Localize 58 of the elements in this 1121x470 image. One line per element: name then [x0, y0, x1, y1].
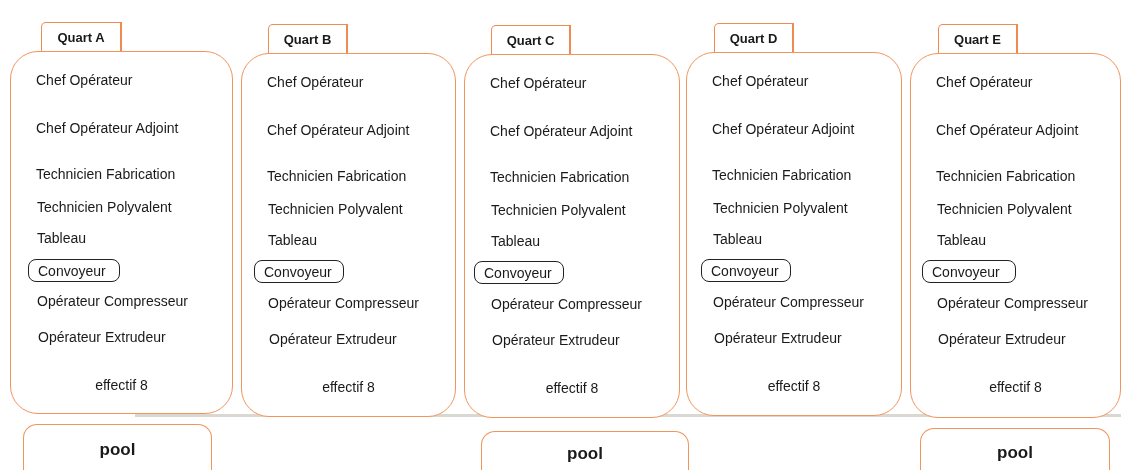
- role-outline: Convoyeur: [701, 259, 791, 282]
- role-text: Technicien Fabrication: [712, 166, 852, 184]
- shift-panel: [910, 53, 1121, 418]
- role-text: Chef Opérateur Adjoint: [490, 122, 633, 140]
- role-text: Technicien Polyvalent: [713, 199, 848, 217]
- role-text: Opérateur Extrudeur: [269, 330, 397, 348]
- shift-tab: Quart E: [938, 24, 1018, 53]
- shift-panel: [10, 51, 233, 414]
- role-text: Chef Opérateur Adjoint: [712, 120, 855, 138]
- role-text: Tableau: [713, 230, 763, 248]
- role-outline: Convoyeur: [28, 259, 120, 282]
- role-text: Tableau: [37, 229, 87, 247]
- role-text: Chef Opérateur: [712, 72, 809, 90]
- role-text: Technicien Fabrication: [936, 167, 1076, 185]
- role-text: Tableau: [937, 231, 987, 249]
- role-text: Opérateur Extrudeur: [38, 328, 166, 346]
- role-outline: Convoyeur: [254, 260, 344, 283]
- role-text: Chef Opérateur: [267, 73, 364, 91]
- shift-panel: [686, 52, 902, 416]
- role-text: Opérateur Compresseur: [268, 294, 419, 312]
- role-text: Technicien Fabrication: [36, 165, 176, 183]
- role-text: Chef Opérateur: [936, 73, 1033, 91]
- shift-tab: Quart B: [268, 24, 348, 53]
- role-text: Chef Opérateur Adjoint: [267, 121, 410, 139]
- role-text: Chef Opérateur Adjoint: [36, 119, 179, 137]
- shift-panel: [241, 53, 456, 417]
- role-text: Chef Opérateur: [36, 71, 133, 89]
- role-text: Opérateur Extrudeur: [714, 329, 842, 347]
- headcount-text: effectif 8: [544, 379, 600, 397]
- role-outline: Convoyeur: [474, 261, 564, 284]
- role-text: Opérateur Compresseur: [713, 293, 864, 311]
- role-text: Technicien Polyvalent: [937, 200, 1072, 218]
- role-text: Opérateur Compresseur: [937, 294, 1088, 312]
- role-text: Opérateur Extrudeur: [492, 331, 620, 349]
- role-text: Technicien Fabrication: [267, 167, 407, 185]
- role-text: Technicien Polyvalent: [37, 198, 172, 216]
- role-text: Opérateur Extrudeur: [938, 330, 1066, 348]
- shift-panel: [464, 54, 680, 418]
- role-text: Tableau: [491, 232, 541, 250]
- pool-box: pool: [481, 431, 689, 470]
- shift-tab: Quart D: [714, 23, 794, 52]
- role-text: Technicien Polyvalent: [268, 200, 403, 218]
- headcount-text: effectif 8: [321, 378, 376, 396]
- role-text: Opérateur Compresseur: [37, 292, 188, 310]
- headcount-text: effectif 8: [988, 378, 1043, 396]
- role-text: Technicien Fabrication: [490, 168, 630, 186]
- role-text: Technicien Polyvalent: [491, 201, 626, 219]
- pool-box: pool: [920, 428, 1110, 470]
- pool-box: pool: [23, 424, 212, 470]
- role-text: Opérateur Compresseur: [491, 295, 642, 313]
- role-text: Tableau: [268, 231, 318, 249]
- role-text: Chef Opérateur: [490, 74, 587, 92]
- role-text: Chef Opérateur Adjoint: [936, 121, 1079, 139]
- shift-tab: Quart C: [491, 25, 571, 54]
- headcount-text: effectif 8: [766, 377, 822, 395]
- headcount-text: effectif 8: [94, 376, 149, 394]
- shift-tab: Quart A: [41, 22, 122, 51]
- role-outline: Convoyeur: [922, 260, 1016, 283]
